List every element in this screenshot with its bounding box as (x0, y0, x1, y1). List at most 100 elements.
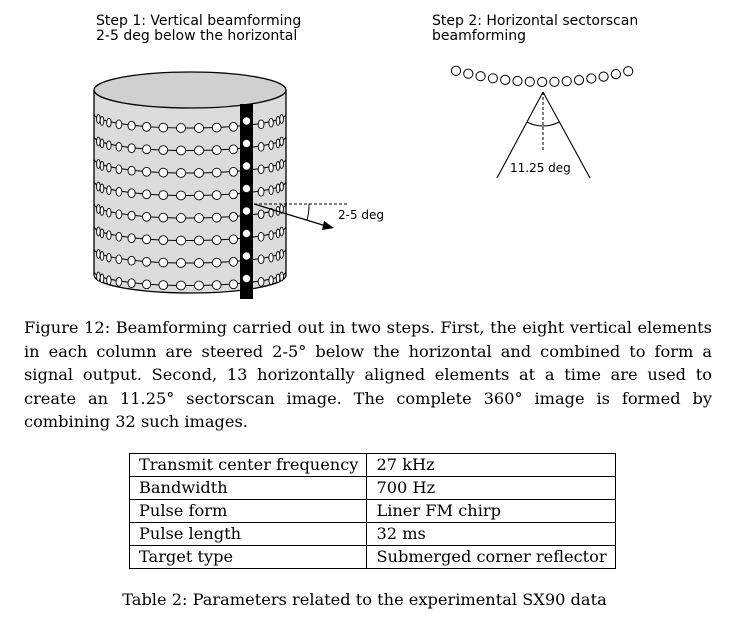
array-element (99, 183, 105, 194)
param-name-cell: Target type (128, 545, 368, 569)
column-elements (242, 117, 251, 283)
beamforming-diagram: Step 1: Vertical beamforming 2-5 deg bel… (93, 13, 638, 299)
array-element (175, 123, 187, 133)
array-element (211, 235, 222, 245)
array-element (106, 162, 112, 173)
array-element (268, 275, 274, 286)
array-element (211, 145, 222, 155)
table-caption: Table 2: Parameters related to the exper… (122, 590, 607, 609)
array-element (158, 280, 169, 290)
column-element (242, 252, 251, 260)
array-element (96, 249, 101, 259)
array-element (257, 231, 265, 242)
figure-caption: Figure 12: Beamforming carried out in tw… (24, 318, 712, 431)
array-element (115, 164, 123, 175)
array-element (158, 190, 169, 200)
column-element (242, 207, 251, 215)
sector-array-element (537, 76, 548, 88)
array-element (106, 275, 112, 286)
sector-edge-left (496, 91, 544, 179)
column-element (242, 184, 251, 193)
row-band-line (93, 248, 287, 264)
array-element (142, 121, 152, 132)
step2-title-line2: beamforming (432, 28, 526, 44)
param-name-cell: Pulse form (128, 499, 368, 523)
array-element (158, 145, 169, 155)
vertical-steering-indicator: 2-5 deg (253, 203, 384, 230)
array-element (142, 166, 152, 177)
array-element (275, 273, 281, 284)
sector-array-element (487, 73, 498, 84)
array-element (228, 121, 238, 132)
array-element (268, 117, 274, 128)
array-element (279, 136, 284, 147)
sector-array-element (450, 65, 462, 76)
array-element (228, 279, 238, 290)
sector-array-element (561, 76, 572, 87)
array-element (211, 122, 222, 133)
array-element (127, 278, 136, 289)
array-element (127, 210, 136, 221)
array-element (99, 138, 105, 149)
array-element (99, 273, 105, 284)
array-element (106, 230, 112, 241)
row-band-line (93, 181, 287, 196)
angle-arc-sector (526, 121, 560, 127)
array-element (268, 207, 274, 218)
array-element (175, 235, 187, 246)
array-element (96, 271, 101, 282)
cylindrical-array (93, 71, 287, 299)
array-element (115, 141, 123, 152)
array-element (99, 116, 105, 126)
array-element (279, 204, 284, 214)
array-element (96, 204, 101, 214)
array-element (257, 141, 265, 152)
sector-array-element (500, 74, 511, 86)
array-element (127, 143, 136, 154)
angle-label-vertical: 2-5 deg (338, 208, 384, 222)
sector-array-element (475, 71, 486, 82)
vertical-column-highlight (240, 104, 253, 299)
row-band-line (93, 113, 287, 129)
array-element (211, 257, 222, 268)
row-band-line (93, 136, 287, 151)
array-element (96, 159, 101, 169)
array-element (275, 251, 281, 261)
column-element (242, 139, 251, 148)
array-element (175, 168, 187, 178)
array-element (142, 144, 152, 155)
param-name-cell: Transmit center frequency (128, 453, 368, 477)
array-element (115, 254, 123, 265)
array-element (193, 168, 205, 178)
sector-array-element (512, 75, 523, 87)
array-element (96, 114, 101, 124)
array-element (193, 280, 205, 291)
array-element (193, 145, 205, 156)
array-element (193, 190, 205, 201)
array-element (228, 211, 238, 222)
array-element (193, 213, 205, 223)
array-element (193, 258, 205, 268)
steered-beam-line (253, 203, 327, 227)
array-element (175, 190, 187, 201)
param-value-cell: 700 Hz (366, 476, 616, 500)
param-name-cell: Bandwidth (128, 476, 368, 500)
array-element (158, 257, 169, 268)
array-element (142, 234, 152, 245)
array-element (228, 144, 238, 155)
array-element (257, 276, 265, 287)
cylinder-top (93, 71, 287, 109)
array-element (268, 162, 274, 173)
array-element (142, 256, 152, 267)
sector-edge-right (542, 91, 591, 179)
array-element (175, 258, 187, 268)
array-element (127, 233, 136, 244)
array-element (193, 235, 205, 246)
step1-title-line1: Step 1: Vertical beamforming (96, 13, 301, 29)
